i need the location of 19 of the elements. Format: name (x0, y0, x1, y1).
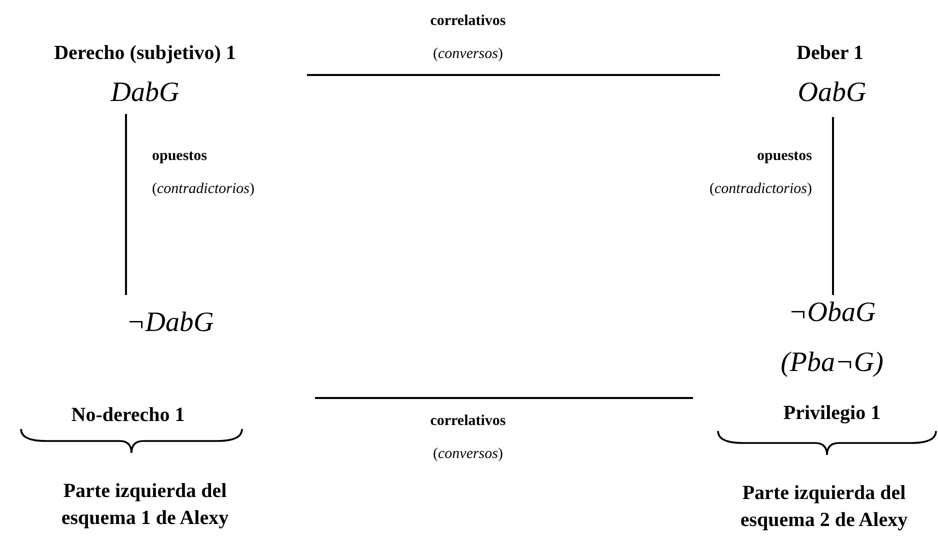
connector-line (307, 74, 720, 76)
logic-formula: ¬DabG (125, 306, 215, 340)
edge-label: correlativos (conversos) (429, 412, 507, 464)
caption-text: Parte izquierda del esquema 2 de Alexy (739, 481, 909, 533)
node-heading: Privilegio 1 (782, 401, 882, 426)
edge-label: opuestos (contradictorios) (708, 147, 812, 199)
node-heading: Deber 1 (796, 41, 864, 66)
node-heading: No-derecho 1 (70, 403, 186, 428)
logic-formula: (Pba¬G) (780, 346, 884, 380)
connector-line (315, 397, 693, 399)
edge-label: correlativos (conversos) (429, 12, 507, 64)
edge-label: opuestos (contradictorios) (152, 147, 256, 199)
logic-formula: OabG (796, 76, 868, 110)
connector-line (125, 114, 127, 295)
connector-line (832, 117, 834, 295)
logic-formula: DabG (110, 76, 180, 110)
logic-formula: ¬ObaG (787, 296, 877, 330)
caption-text: Parte izquierda del esquema 1 de Alexy (60, 479, 230, 531)
node-heading: Derecho (subjetivo) 1 (53, 41, 237, 66)
